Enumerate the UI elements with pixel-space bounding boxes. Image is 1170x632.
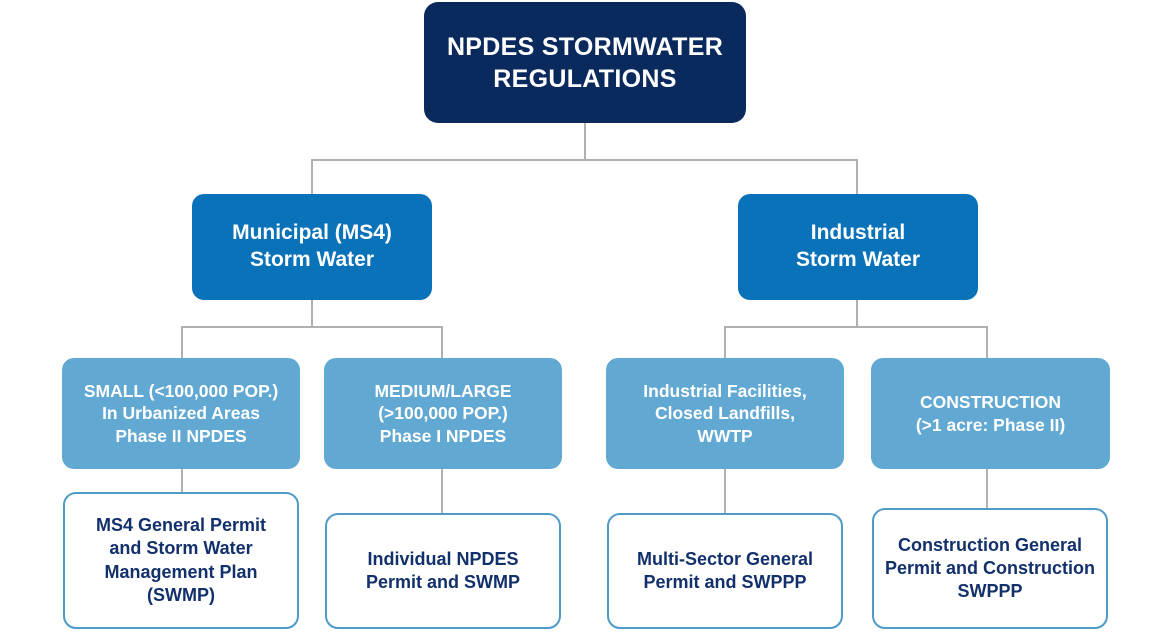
node-label-line: (>100,000 POP.) (378, 403, 508, 424)
node-label-line: SMALL (<100,000 POP.) (83, 380, 279, 401)
node-label-line: NPDES STORMWATER (446, 32, 724, 61)
node-label-group: CONSTRUCTION (>1 acre: Phase II) (871, 391, 1110, 436)
node-label-group: Construction General Permit and Construc… (874, 534, 1106, 603)
node-label-line: Industrial Facilities, (643, 380, 807, 401)
node-label-line: WWTP (697, 425, 753, 446)
node-label-line: and Storm Water (109, 538, 253, 559)
node-label-group: SMALL (<100,000 POP.) In Urbanized Areas… (62, 380, 300, 447)
node-construction-general-permit-swppp[interactable]: Construction General Permit and Construc… (872, 508, 1108, 629)
node-label-line: Municipal (MS4) (232, 221, 392, 245)
connector-to-small (181, 326, 183, 358)
node-label-line: (>1 acre: Phase II) (915, 414, 1066, 435)
node-label-line: Construction General (897, 534, 1083, 555)
connector-municipal-down (311, 299, 313, 327)
node-construction-phase-ii[interactable]: CONSTRUCTION (>1 acre: Phase II) (871, 358, 1110, 469)
node-label-group: Industrial Facilities, Closed Landfills,… (606, 380, 844, 447)
node-label-line: Industrial (810, 221, 906, 245)
connector-industrial-down (856, 299, 858, 327)
node-label-line: (SWMP) (147, 584, 215, 605)
node-label-line: Individual NPDES (367, 548, 519, 569)
node-label-line: MS4 General Permit (95, 515, 267, 536)
node-label-line: Storm Water (795, 248, 921, 271)
node-industrial-facilities-landfills-wwtp[interactable]: Industrial Facilities, Closed Landfills,… (606, 358, 844, 469)
node-label-line: Storm Water (249, 248, 375, 271)
connector-to-medium-large (441, 326, 443, 358)
connector-to-construction (986, 326, 988, 358)
node-multi-sector-general-permit-swppp[interactable]: Multi-Sector General Permit and SWPPP (607, 513, 843, 629)
node-label-group: Municipal (MS4) Storm Water (192, 220, 432, 274)
node-label-line: Permit and Construction (884, 557, 1095, 578)
node-label-group: Individual NPDES Permit and SWMP (327, 548, 559, 594)
connector-municipal-bus (181, 326, 443, 328)
node-label-line: Permit and SWPPP (643, 572, 807, 592)
connector-root-down (584, 122, 586, 160)
node-label-line: In Urbanized Areas (102, 403, 260, 424)
node-npdes-stormwater-regulations[interactable]: NPDES STORMWATER REGULATIONS (424, 2, 746, 123)
node-industrial-storm-water[interactable]: Industrial Storm Water (738, 194, 978, 300)
node-medium-large-phase-i[interactable]: MEDIUM/LARGE (>100,000 POP.) Phase I NPD… (324, 358, 562, 469)
connector-industrial-bus (724, 326, 988, 328)
node-label-group: NPDES STORMWATER REGULATIONS (424, 31, 746, 95)
node-individual-npdes-permit-swmp[interactable]: Individual NPDES Permit and SWMP (325, 513, 561, 629)
connector-level1-bus (311, 159, 858, 161)
node-label-line: Multi-Sector General (636, 548, 814, 569)
node-label-group: Industrial Storm Water (738, 220, 978, 274)
node-label-group: MS4 General Permit and Storm Water Manag… (65, 514, 297, 606)
connector-small-to-ms4-permit (181, 469, 183, 493)
connector-medium-to-individual-permit (441, 469, 443, 514)
node-label-line: Closed Landfills, (654, 403, 796, 424)
connector-industrial-to-msgp (724, 469, 726, 514)
node-label-line: Permit and SWMP (365, 572, 521, 592)
node-label-line: Phase I NPDES (379, 425, 507, 446)
node-small-phase-ii[interactable]: SMALL (<100,000 POP.) In Urbanized Areas… (62, 358, 300, 469)
node-label-group: MEDIUM/LARGE (>100,000 POP.) Phase I NPD… (324, 380, 562, 447)
node-label-line: MEDIUM/LARGE (374, 380, 512, 401)
node-label-line: Phase II NPDES (115, 425, 247, 446)
node-label-group: Multi-Sector General Permit and SWPPP (609, 548, 841, 594)
node-label-line: SWPPP (957, 581, 1023, 602)
connector-to-municipal (311, 159, 313, 195)
connector-construction-to-cgp (986, 469, 988, 509)
node-label-line: Management Plan (104, 561, 258, 582)
node-label-line: CONSTRUCTION (920, 392, 1061, 413)
node-municipal-ms4-storm-water[interactable]: Municipal (MS4) Storm Water (192, 194, 432, 300)
node-label-line: REGULATIONS (493, 64, 677, 93)
connector-to-industrial (856, 159, 858, 195)
connector-to-industrial-facilities (724, 326, 726, 358)
node-ms4-general-permit-swmp[interactable]: MS4 General Permit and Storm Water Manag… (63, 492, 299, 629)
